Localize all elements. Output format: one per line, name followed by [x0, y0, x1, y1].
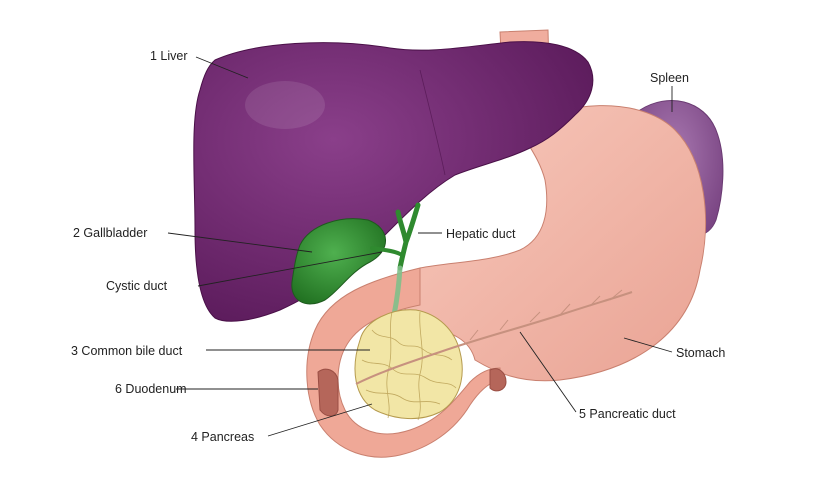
label-stomach: Stomach: [676, 346, 725, 360]
label-liver: 1 Liver: [150, 49, 188, 63]
label-pancreas: 4 Pancreas: [191, 430, 254, 444]
hepatic-duct: [398, 205, 418, 268]
label-hepatic-duct: Hepatic duct: [446, 227, 516, 241]
duodenum-opening: [318, 369, 338, 416]
label-gallbladder: 2 Gallbladder: [73, 226, 147, 240]
label-cystic-duct: Cystic duct: [106, 279, 168, 293]
label-spleen: Spleen: [650, 71, 689, 85]
label-duodenum: 6 Duodenum: [115, 382, 187, 396]
pancreas: [355, 310, 462, 419]
label-pancreatic-duct: 5 Pancreatic duct: [579, 407, 676, 421]
liver-highlight: [245, 81, 325, 129]
label-common-bile-duct: 3 Common bile duct: [71, 344, 183, 358]
